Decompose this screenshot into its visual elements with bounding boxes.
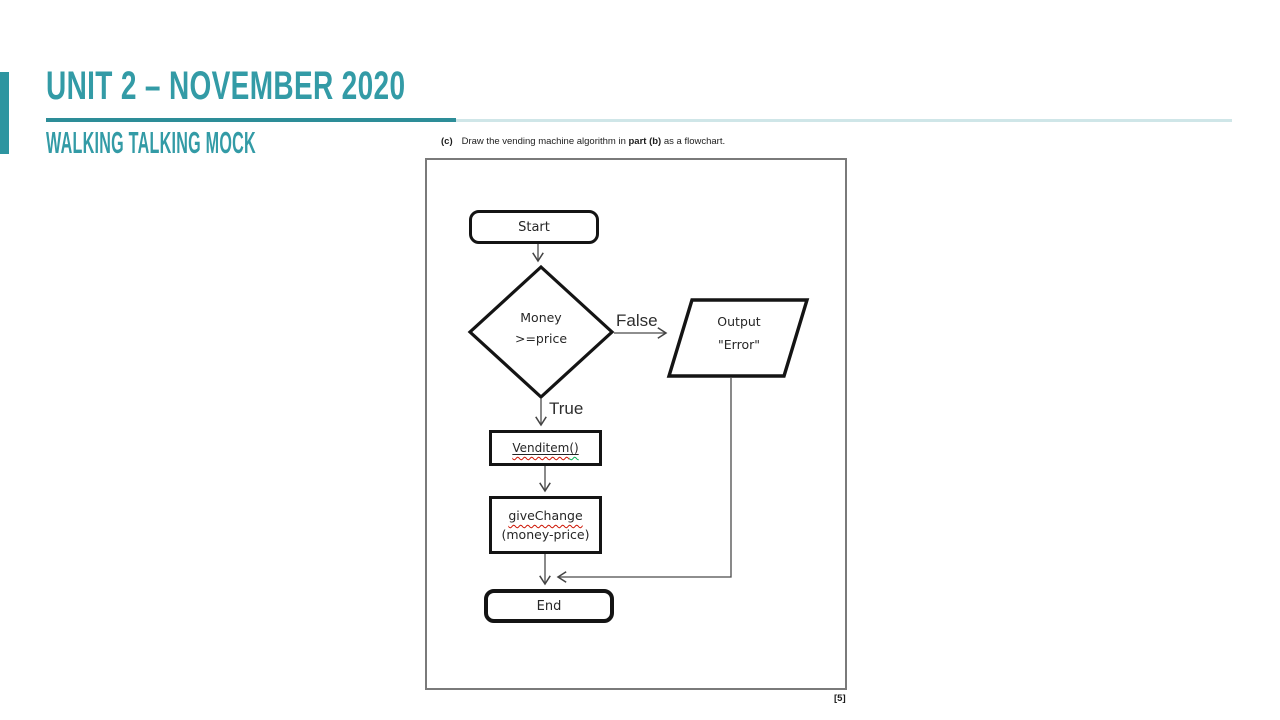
decision-line2: >=price <box>514 331 568 346</box>
question-label: (c) <box>441 136 453 147</box>
flowchart: Start Money >=price False True Output "E… <box>427 160 845 688</box>
title-rule-dark <box>46 118 456 122</box>
givechange-line2: (money-price) <box>501 527 590 542</box>
accent-bar <box>0 72 9 154</box>
connector-output-return <box>556 377 732 583</box>
output-line2: "Error" <box>718 337 760 352</box>
venditem-label: Venditem() <box>512 441 578 455</box>
output-parallelogram <box>666 298 810 378</box>
title-rule-light <box>456 119 1232 122</box>
question-line: (c) Draw the vending machine algorithm in… <box>441 136 725 147</box>
end-node: End <box>484 589 614 623</box>
flowchart-frame: Start Money >=price False True Output "E… <box>425 158 847 690</box>
output-label: Output "Error" <box>671 310 807 356</box>
slide-subtitle: WALKING TALKING MOCK <box>46 125 256 160</box>
decision-label: Money >=price <box>470 307 612 349</box>
givechange-line1: giveChange <box>508 508 583 523</box>
decision-line1: Money <box>520 310 562 325</box>
venditem-word: Venditem <box>512 441 570 455</box>
false-branch-label: False <box>616 311 658 330</box>
question-text-tail: as a flowchart. <box>661 136 726 147</box>
start-node: Start <box>469 210 599 244</box>
flowchart-connectors <box>467 244 810 586</box>
question-text: Draw the vending machine algorithm in <box>461 136 629 147</box>
start-label: Start <box>518 219 550 235</box>
question-text-bold: part (b) <box>628 136 662 147</box>
venditem-parens: () <box>569 441 579 455</box>
true-branch-label: True <box>549 399 584 418</box>
slide-title: UNIT 2 – NOVEMBER 2020 <box>46 64 406 108</box>
question-marks: [5] <box>834 693 846 704</box>
givechange-node: giveChange (money-price) <box>489 496 602 554</box>
end-label: End <box>536 598 562 614</box>
output-line1: Output <box>717 314 761 329</box>
decision-diamond <box>467 264 615 400</box>
venditem-node: Venditem() <box>489 430 602 466</box>
